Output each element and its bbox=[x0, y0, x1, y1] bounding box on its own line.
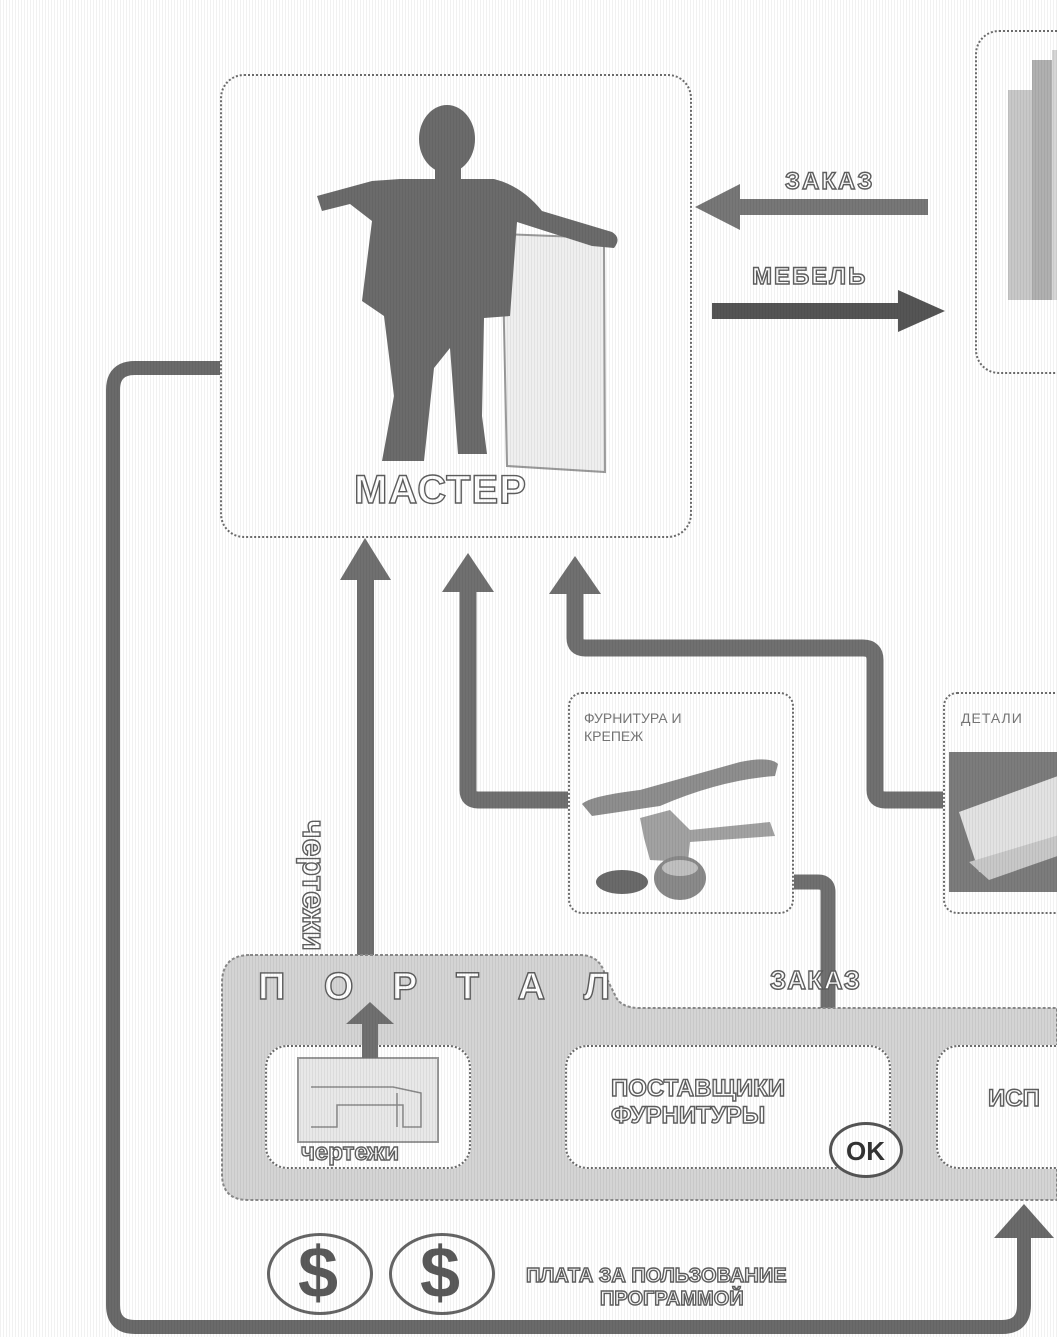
drawings-card[interactable]: чертежи bbox=[265, 1045, 471, 1169]
payment-loop-line bbox=[106, 361, 1031, 1334]
furniture-arrow-shaft bbox=[712, 303, 904, 319]
details-arrow-line bbox=[566, 592, 945, 809]
coin-2: $ bbox=[389, 1233, 495, 1315]
fittings-arrow-line bbox=[459, 588, 570, 809]
details-arrow-head bbox=[549, 556, 601, 594]
master-label: МАСТЕР bbox=[353, 467, 527, 512]
fittings-title-line2: КРЕПЕЖ bbox=[584, 728, 644, 744]
suppliers-line2: ФУРНИТУРЫ bbox=[610, 1101, 766, 1129]
payment-loop-arrowhead bbox=[994, 1204, 1054, 1238]
order-bottom-label: ЗАКАЗ bbox=[769, 964, 861, 995]
order-top-arrow-shaft bbox=[735, 199, 928, 215]
order-top-arrow-head bbox=[695, 184, 740, 230]
furniture-arrow-head bbox=[898, 290, 945, 332]
payment-line2: ПРОГРАММОЙ bbox=[599, 1287, 744, 1310]
drawings-vertical-label: чертежи bbox=[295, 819, 332, 951]
order-top-label: ЗАКАЗ bbox=[784, 167, 875, 195]
right-card[interactable]: ИСП bbox=[936, 1045, 1057, 1169]
coin-1: $ bbox=[267, 1233, 373, 1315]
coin-2-symbol: $ bbox=[420, 1233, 461, 1313]
portal-title: П О Р Т А Л bbox=[257, 965, 625, 1008]
payment-line1: ПЛАТА ЗА ПОЛЬЗОВАНИЕ bbox=[525, 1264, 787, 1287]
drawings-card-arrow bbox=[346, 1002, 394, 1058]
drawings-arrow-head bbox=[340, 538, 391, 580]
details-image bbox=[949, 752, 1057, 892]
details-box[interactable]: ДЕТАЛИ bbox=[943, 692, 1057, 914]
furniture-label: МЕБЕЛЬ bbox=[751, 262, 868, 290]
ok-badge-text: OK bbox=[846, 1136, 885, 1166]
fittings-arrow-head bbox=[442, 553, 494, 592]
details-title: ДЕТАЛИ bbox=[961, 710, 1023, 726]
client-box[interactable] bbox=[975, 30, 1057, 374]
suppliers-line1: ПОСТАВЩИКИ bbox=[610, 1074, 786, 1102]
client-furniture-image bbox=[1008, 50, 1057, 300]
coin-1-symbol: $ bbox=[298, 1233, 339, 1313]
fittings-box[interactable]: ФУРНИТУРА И КРЕПЕЖ bbox=[568, 692, 794, 914]
master-figure bbox=[317, 105, 618, 474]
fittings-title-line1: ФУРНИТУРА И bbox=[584, 710, 682, 726]
fittings-image bbox=[582, 759, 778, 900]
order-bottom-arrow-line bbox=[790, 874, 836, 1056]
drawings-thumbnail bbox=[297, 1057, 439, 1143]
drawings-arrow-shaft bbox=[357, 578, 374, 956]
master-box[interactable]: МАСТЕР bbox=[220, 74, 692, 538]
ok-badge: OK bbox=[829, 1122, 903, 1178]
drawings-card-label: чертежи bbox=[300, 1138, 400, 1166]
right-card-label: ИСП bbox=[987, 1084, 1040, 1112]
